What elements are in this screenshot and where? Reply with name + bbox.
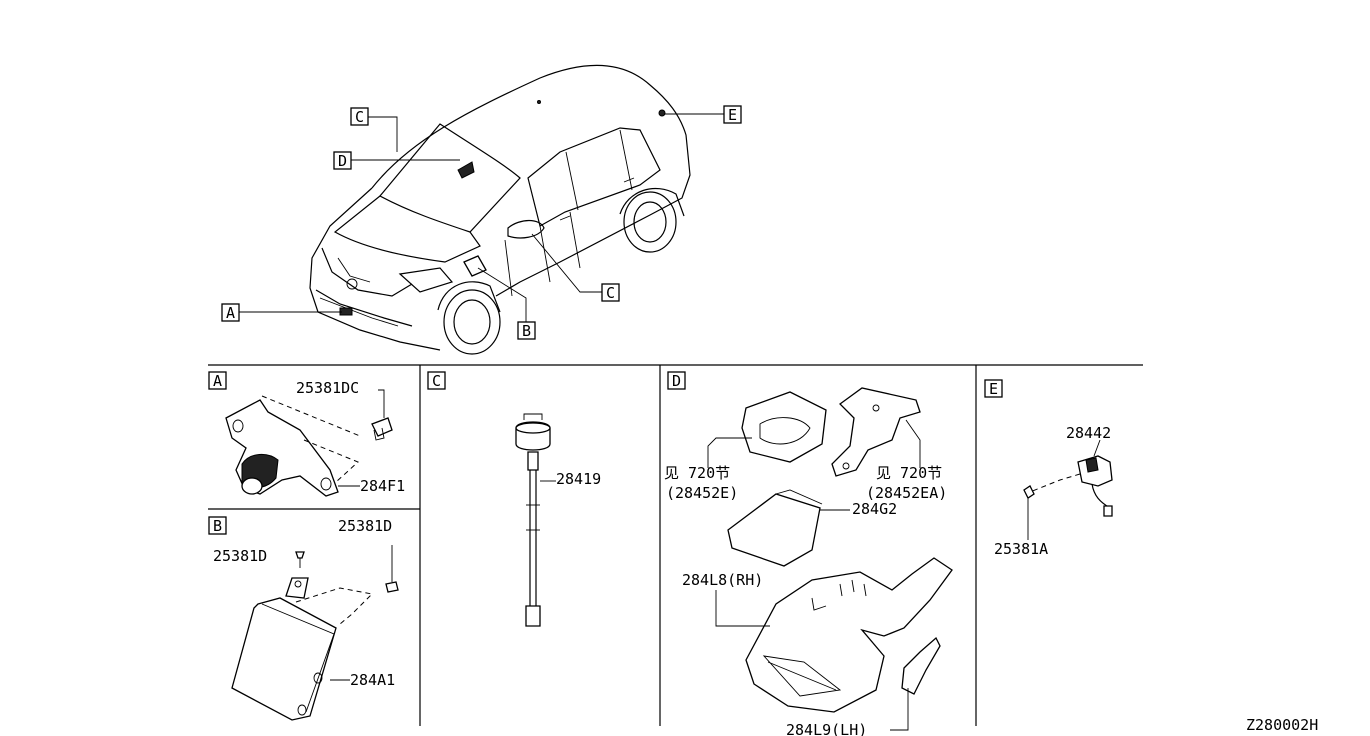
callout-label: B [522, 322, 531, 340]
callout-label: E [728, 106, 737, 124]
part-number: 28442 [1066, 424, 1111, 442]
section-a-front-camera: 25381DC 284F1 [225, 379, 405, 497]
callout-c-top: C [350, 107, 398, 152]
callout-label: A [226, 304, 235, 322]
callout-e: E [664, 105, 742, 124]
part-number: 284G2 [852, 500, 897, 518]
callout-c-bottom: C [531, 233, 620, 302]
part-number: 25381D [213, 547, 267, 565]
part-number: 284L9(LH) [786, 721, 867, 736]
section-header-b: B [208, 516, 227, 535]
part-number: (28452E) [666, 484, 738, 502]
part-number: 284F1 [360, 477, 405, 495]
callout-label: C [355, 108, 364, 126]
section-header-c: C [427, 371, 446, 390]
part-note: 见 720节 [876, 464, 942, 482]
callout-b: B [477, 267, 536, 340]
svg-text:E: E [989, 380, 998, 398]
svg-text:C: C [432, 372, 441, 390]
section-header-a: A [208, 371, 227, 390]
part-number: 284A1 [350, 671, 395, 689]
callout-d: D [333, 151, 460, 170]
diagram-code: Z280002H [1246, 716, 1318, 734]
svg-text:D: D [672, 372, 681, 390]
callout-label: D [338, 152, 347, 170]
part-number: 25381D [338, 517, 392, 535]
svg-text:B: B [213, 517, 222, 535]
section-e-sensor: 28442 25381A [994, 424, 1113, 558]
part-number: 28419 [556, 470, 601, 488]
callout-label: C [606, 284, 615, 302]
section-d-camera-assembly: 见 720节 (28452E) 见 720节 (28452EA) 284G2 2… [664, 387, 953, 736]
section-b-radar-unit: 25381D 25381D 284A1 [213, 517, 399, 721]
section-dividers [208, 364, 1143, 726]
part-number: (28452EA) [866, 484, 947, 502]
section-header-e: E [984, 379, 1003, 398]
section-header-d: D [667, 371, 686, 390]
part-number: 25381A [994, 540, 1048, 558]
vehicle-outline [309, 64, 691, 355]
part-note: 见 720节 [664, 464, 730, 482]
part-number: 25381DC [296, 379, 359, 397]
svg-text:A: A [213, 372, 222, 390]
section-c-antenna: 28419 [515, 413, 601, 627]
part-number: 284L8(RH) [682, 571, 763, 589]
callout-a: A [221, 303, 342, 322]
